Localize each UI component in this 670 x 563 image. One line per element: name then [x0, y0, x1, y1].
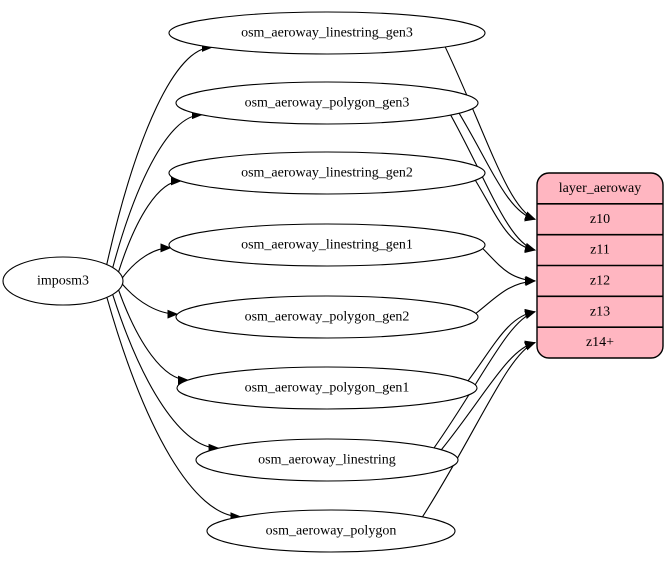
nodes-layer: imposm3 osm_aeroway_linestring_gen3 osm_ae…: [2, 11, 664, 553]
table-node-label: osm_aeroway_linestring_gen3: [241, 26, 413, 41]
table-node-osm_aeroway_linestring: osm_aeroway_linestring: [195, 438, 459, 482]
edge-osm_aeroway_polygon_gen3-to-z10: [458, 112, 536, 222]
table-node-ellipse: [176, 366, 478, 410]
edge-imposm3-to-osm_aeroway_linestring_gen1: [122, 243, 172, 279]
table-node-ellipse: [168, 223, 486, 267]
edge-osm_aeroway_polygon_gen1-to-z13: [467, 308, 536, 382]
table-node-label: osm_aeroway_linestring_gen1: [241, 238, 413, 253]
edge-osm_aeroway_polygon-to-z14+: [422, 342, 536, 518]
edge-imposm3-to-osm_aeroway_polygon: [106, 297, 242, 522]
edge-osm_aeroway_linestring_gen3-to-z10: [444, 46, 536, 220]
table-node-ellipse: [175, 295, 479, 339]
table-node-osm_aeroway_linestring_gen2: osm_aeroway_linestring_gen2: [168, 151, 486, 195]
source-node-imposm3: imposm3: [2, 256, 124, 306]
layer-row-label: z14+: [586, 335, 614, 350]
table-node-label: osm_aeroway_polygon: [266, 524, 397, 539]
table-node-ellipse: [195, 438, 459, 482]
edge-imposm3-to-osm_aeroway_polygon_gen1: [118, 289, 189, 385]
table-node-ellipse: [168, 11, 486, 55]
edge-imposm3-to-osm_aeroway_polygon_gen3: [112, 110, 203, 268]
table-node-label: osm_aeroway_linestring: [258, 453, 396, 468]
table-node-ellipse: [206, 509, 456, 553]
table-node-ellipse: [175, 81, 479, 125]
layer-title: layer_aeroway: [559, 181, 641, 196]
table-node-label: osm_aeroway_polygon_gen3: [245, 96, 410, 111]
edge-imposm3-to-osm_aeroway_linestring_gen2: [118, 176, 182, 273]
edge-osm_aeroway_linestring_gen1-to-z12: [482, 248, 536, 285]
table-node-osm_aeroway_polygon_gen3: osm_aeroway_polygon_gen3: [175, 81, 479, 125]
table-node-osm_aeroway_polygon: osm_aeroway_polygon: [206, 509, 456, 553]
table-node-ellipse: [168, 151, 486, 195]
source-node-label: imposm3: [37, 274, 89, 289]
edge-imposm3-to-osm_aeroway_polygon_gen2: [122, 283, 179, 319]
layer-row-label: z12: [590, 273, 610, 288]
layer-row-label: z11: [590, 243, 610, 258]
source-node-ellipse: [2, 256, 124, 306]
edge-imposm3-to-osm_aeroway_linestring: [112, 294, 220, 453]
table-node-osm_aeroway_linestring_gen3: osm_aeroway_linestring_gen3: [168, 11, 486, 55]
edge-osm_aeroway_polygon_gen2-to-z12: [475, 277, 536, 314]
layer-node-layer_aeroway: layer_aeroway z10 z11 z12 z13 z14+: [536, 172, 664, 359]
edge-osm_aeroway_linestring_gen2-to-z11: [474, 179, 536, 253]
layer-row-label: z13: [590, 304, 610, 319]
table-node-label: osm_aeroway_polygon_gen1: [245, 381, 410, 396]
table-node-osm_aeroway_linestring_gen1: osm_aeroway_linestring_gen1: [168, 223, 486, 267]
layer-row-label: z10: [590, 212, 610, 227]
edges-layer: [106, 42, 536, 522]
table-node-osm_aeroway_polygon_gen2: osm_aeroway_polygon_gen2: [175, 295, 479, 339]
table-node-label: osm_aeroway_linestring_gen2: [241, 166, 413, 181]
table-node-osm_aeroway_polygon_gen1: osm_aeroway_polygon_gen1: [176, 366, 478, 410]
edge-imposm3-to-osm_aeroway_linestring_gen3: [106, 42, 213, 265]
edge-osm_aeroway_linestring-to-z13: [433, 310, 536, 449]
table-node-label: osm_aeroway_polygon_gen2: [245, 310, 410, 325]
